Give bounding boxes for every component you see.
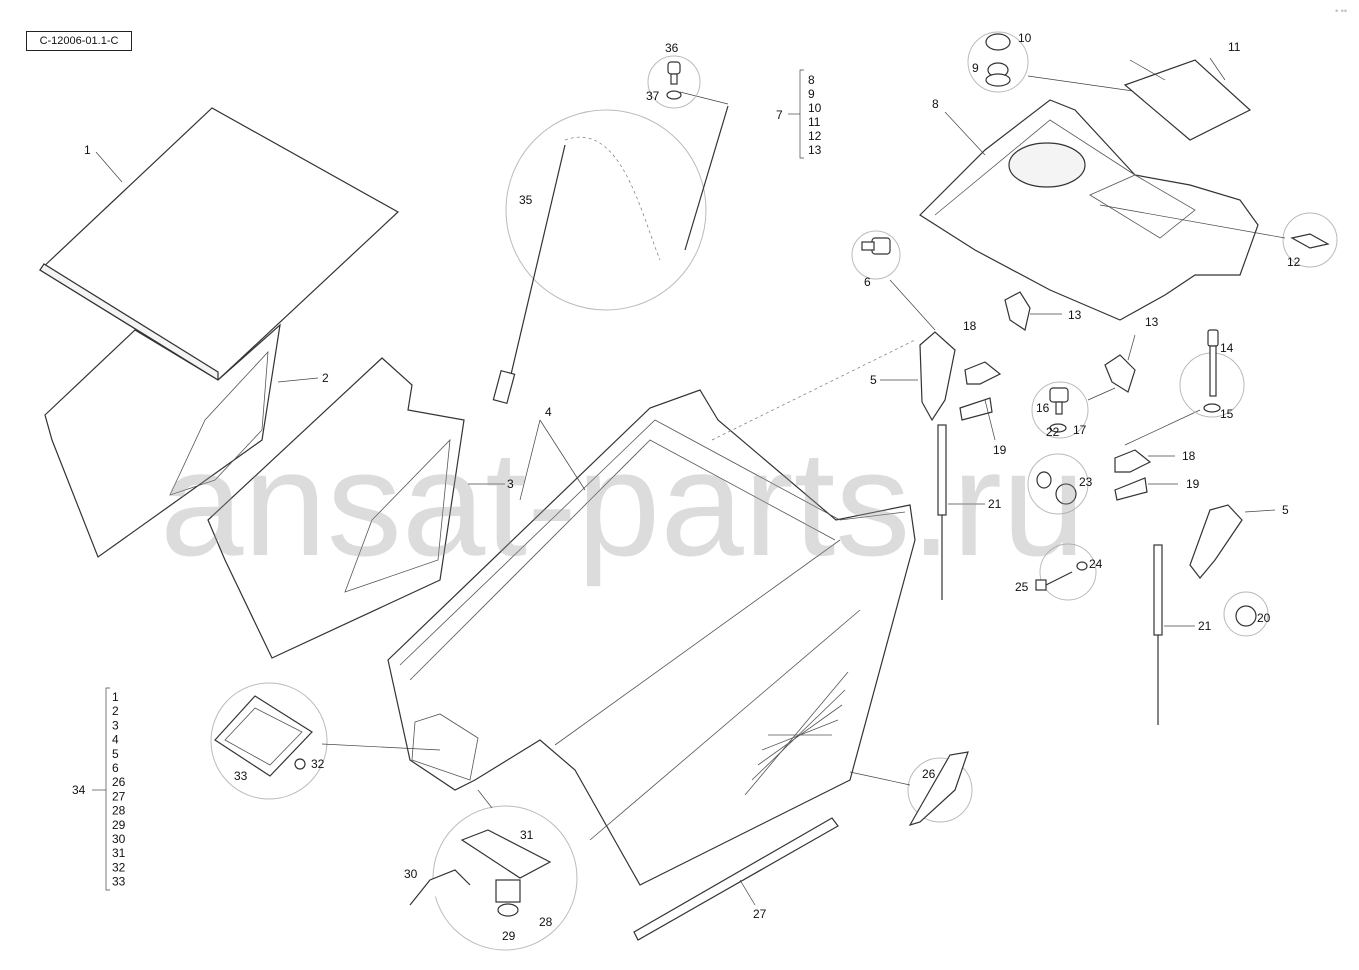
g34-list-item: 1 [112,690,119,704]
g34-list-item: 5 [112,747,119,761]
callout-17: 17 [1073,423,1087,437]
callout-13: 13 [1145,315,1159,329]
callout-9: 9 [972,61,979,75]
callout-24: 24 [1089,557,1103,571]
part-6-bolt [851,230,936,331]
group-34-bracket [92,687,110,891]
part-11-cover [1123,57,1252,141]
part-20-nut [1223,591,1269,637]
g34-list-item: 6 [112,761,119,775]
callout-15: 15 [1220,407,1234,421]
part-13-brackets [1004,291,1136,393]
diagram-reference-code: C-12006-01.1-C [26,31,132,51]
watermark-text: ansat-parts.ru [160,419,1085,587]
g7-list-item: 10 [808,101,822,115]
callout-8: 8 [932,97,939,111]
callout-19: 19 [1186,477,1200,491]
part-3-side-panel [207,357,505,659]
callout-12: 12 [1287,255,1301,269]
g34-list-item: 30 [112,832,126,846]
callout-25: 25 [1015,580,1029,594]
callout-16: 16 [1036,401,1050,415]
part-2-side-panel [44,323,319,558]
callout-11: 11 [1228,40,1241,54]
g7-list-item: 9 [808,87,815,101]
callout-26: 26 [922,767,936,781]
callout-3: 3 [507,477,514,491]
callout-4: 4 [545,405,552,419]
callout-36: 36 [665,41,679,55]
callout-19: 19 [993,443,1007,457]
part-16-17-bolt [1031,381,1116,439]
g34-list-item: 2 [112,704,119,718]
callout-21: 21 [988,497,1002,511]
g7-list-item: 8 [808,73,815,87]
g34-list-item: 27 [112,789,126,803]
hood-vents [744,671,849,796]
part-35-stay-rod [492,91,729,405]
callout-21: 21 [1198,619,1212,633]
callout-20: 20 [1257,611,1271,625]
part-28-31-latch [409,789,578,951]
part-18-19-left [959,361,1002,441]
part-1-panel [39,107,400,382]
part-33-32-label-plate [210,682,441,800]
part-24-25-bolt [1035,543,1097,601]
part-5-hinge-right [1189,504,1276,579]
callout-23: 23 [1079,475,1093,489]
callout-1: 1 [84,143,91,157]
g7-list-item: 11 [808,115,821,129]
callout-6: 6 [864,275,871,289]
callout-37: 37 [646,89,660,103]
part-36-37-bolt [647,55,701,109]
callout-31: 31 [520,828,534,842]
callout-33: 33 [234,769,248,783]
part-22-23-fasteners [1027,453,1089,515]
callout-18: 18 [1182,449,1196,463]
callout-13: 13 [1068,308,1082,322]
g34-list-item: 33 [112,875,126,889]
callout-5: 5 [870,373,877,387]
group-7-bracket [788,69,804,159]
g34-list-item: 31 [112,846,126,860]
callout-32: 32 [311,757,325,771]
g7-list-item: 12 [808,129,822,143]
part-9-10-cap [967,31,1141,93]
part-8-housing [919,99,1259,321]
g34-list-item: 4 [112,733,119,747]
callout-35: 35 [519,193,533,207]
g34-list-item: 29 [112,818,126,832]
callout-10: 10 [1018,31,1032,45]
g7-list-item: 13 [808,143,822,157]
callout-18: 18 [963,319,977,333]
g34-list-item: 3 [112,718,119,732]
part-21-strut-left [937,424,985,600]
g34-list-item: 28 [112,804,126,818]
part-18-19-right [1114,409,1201,501]
part-27-seal-strip [633,817,839,941]
callout-30: 30 [404,867,418,881]
group-7-label: 7 [776,108,783,122]
part-4-hood-body [387,389,916,886]
part-21-strut-right [1153,544,1195,725]
g34-list-item: 26 [112,775,126,789]
part-12-sticker [1099,204,1338,268]
corner-dots-icon: • •• [1335,6,1347,16]
callout-2: 2 [322,371,329,385]
part-14-15-bolt [1179,329,1245,418]
group-34-label: 34 [72,783,86,797]
callout-28: 28 [539,915,553,929]
callout-5: 5 [1282,503,1289,517]
part-26-deflector [849,751,973,827]
callout-27: 27 [753,907,767,921]
callout-29: 29 [502,929,516,943]
callout-22: 22 [1046,425,1060,439]
callout-14: 14 [1220,341,1234,355]
g34-list-item: 32 [112,860,126,874]
part-5-hinge-left [711,331,956,441]
